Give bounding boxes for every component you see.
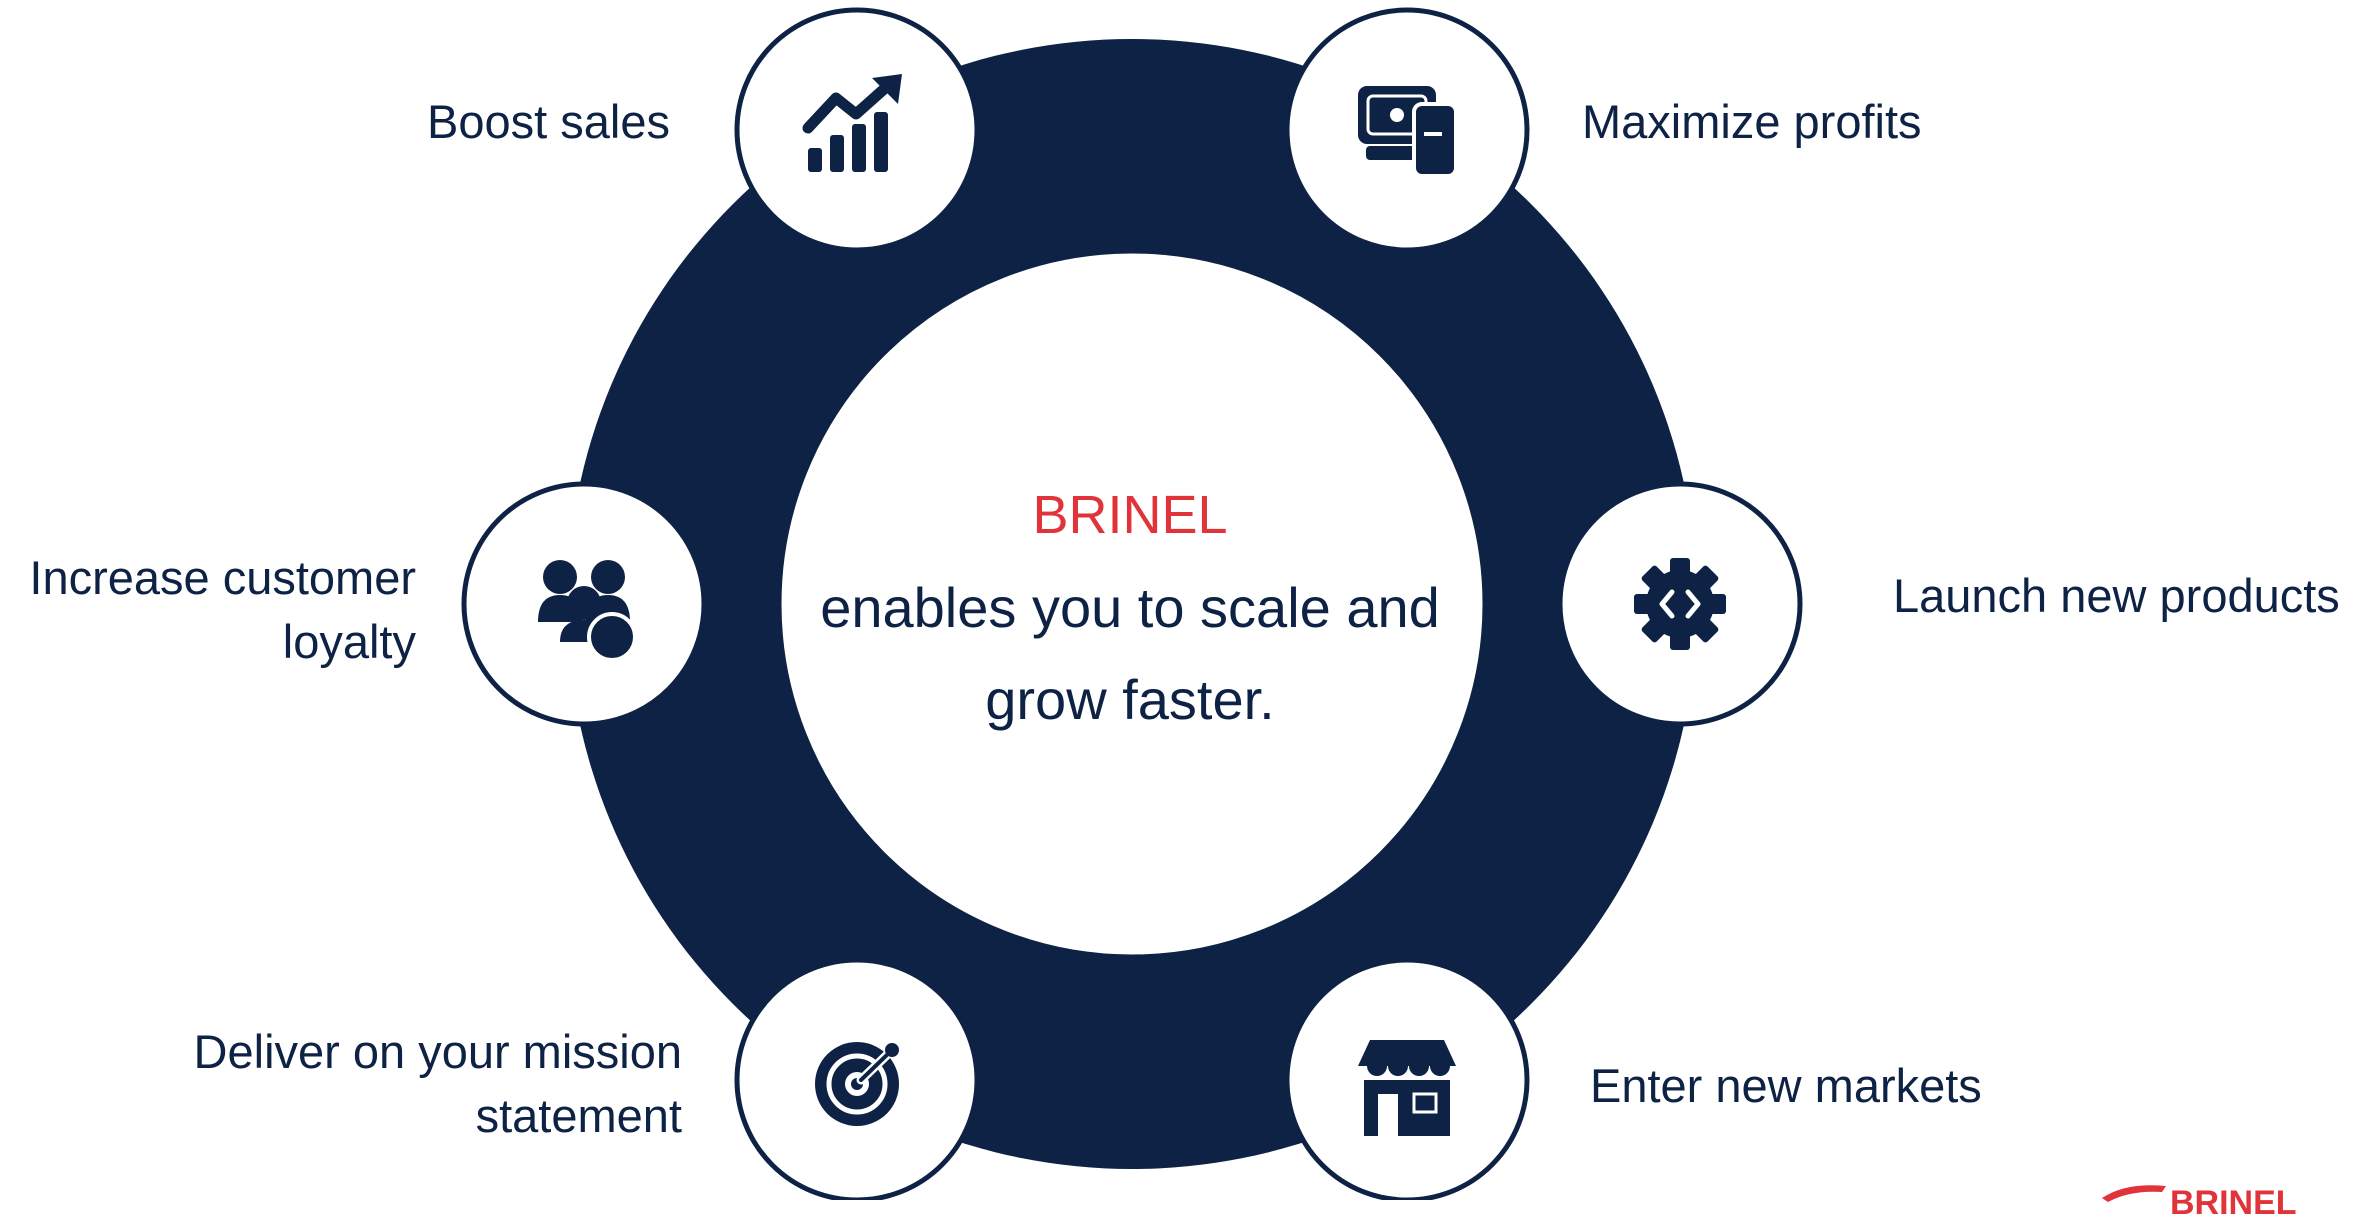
target-icon bbox=[815, 1042, 899, 1126]
label-customer-loyalty-line2: loyalty bbox=[282, 615, 416, 668]
label-launch-new-products: Launch new products bbox=[1893, 569, 2340, 622]
inner-center-circle bbox=[778, 250, 1486, 958]
label-deliver-mission: Deliver on your mission statement bbox=[100, 1020, 682, 1148]
storefront-icon bbox=[1358, 1040, 1456, 1136]
center-brand-name: BRINEL bbox=[1032, 485, 1228, 545]
center-tagline-line2: grow faster. bbox=[985, 668, 1275, 731]
code-gear-icon bbox=[1634, 558, 1726, 650]
brinel-logo: BRINEL bbox=[2102, 1184, 2297, 1218]
chart-growth-icon bbox=[802, 74, 902, 172]
label-deliver-mission-line1: Deliver on your mission bbox=[193, 1025, 682, 1078]
center-tagline-line1: enables you to scale and bbox=[820, 576, 1440, 639]
label-enter-new-markets: Enter new markets bbox=[1590, 1059, 1982, 1112]
label-customer-loyalty: Increase customer loyalty bbox=[0, 546, 416, 674]
label-maximize-profits: Maximize profits bbox=[1582, 95, 1922, 148]
brinel-logo-wordmark: BRINEL bbox=[2170, 1184, 2297, 1218]
label-deliver-mission-line2: statement bbox=[475, 1089, 682, 1142]
money-wallet-icon bbox=[1358, 86, 1458, 178]
people-group-icon bbox=[538, 560, 637, 662]
label-boost-sales: Boost sales bbox=[427, 95, 670, 148]
label-customer-loyalty-line1: Increase customer bbox=[29, 551, 416, 604]
